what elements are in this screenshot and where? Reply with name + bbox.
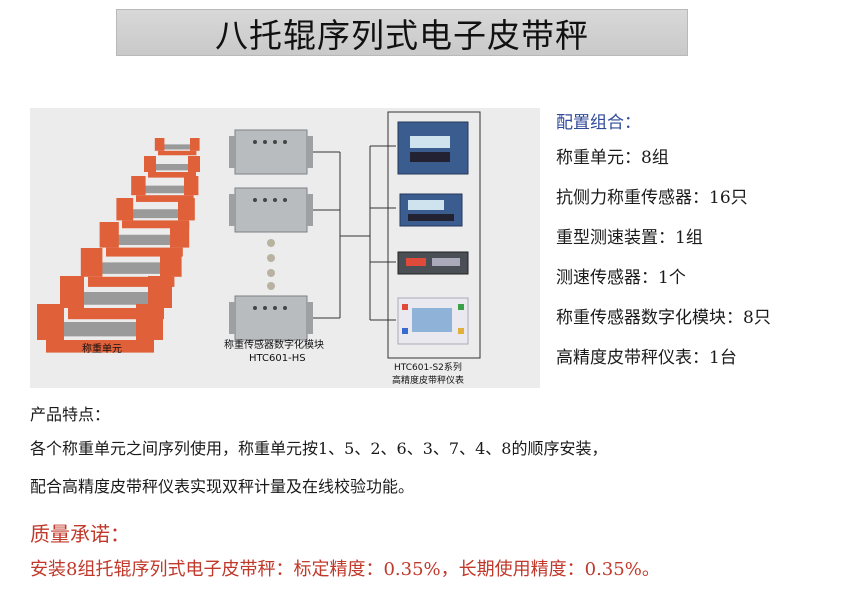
digitizer-module: [229, 129, 313, 175]
title-banner: 八托辊序列式电子皮带秤: [116, 9, 688, 56]
digitizer-modules: [229, 129, 313, 341]
instrument-series-label: HTC601-S2系列: [394, 363, 462, 373]
module-model-label: HTC601-HS: [249, 353, 306, 364]
weighing-unit-label: 称重单元: [82, 344, 122, 355]
promise-line: 安装8组托辊序列式电子皮带秤：标定精度：0.35%，长期使用精度：0.35%。: [30, 559, 660, 580]
config-item: 抗侧力称重传感器：16只: [556, 188, 748, 208]
ellipsis-dots: [267, 239, 275, 290]
idler-station: [116, 198, 195, 229]
idler-station: [154, 138, 200, 156]
system-diagram: 称重单元 称重传感器数字化模块 HTC601-HS HTC601-S2系列 高精…: [30, 108, 540, 388]
instrument-panel: [399, 193, 463, 227]
idler-stations: [37, 138, 200, 353]
page-title: 八托辊序列式电子皮带秤: [215, 15, 589, 55]
idler-station: [99, 222, 190, 257]
idler-station: [80, 248, 182, 287]
instrument-panel: [397, 297, 469, 345]
features-section: 产品特点： 各个称重单元之间序列使用，称重单元按1、5、2、6、3、7、4、8的…: [30, 400, 830, 506]
idler-station: [131, 176, 199, 202]
connection-lines: [313, 145, 396, 321]
quality-promise-section: 质量承诺： 安装8组托辊序列式电子皮带秤：标定精度：0.35%，长期使用精度：0…: [30, 516, 850, 588]
config-list: 配置组合： 称重单元：8组 抗侧力称重传感器：16只 重型测速装置：1组 测速传…: [556, 108, 846, 378]
features-line: 各个称重单元之间序列使用，称重单元按1、5、2、6、3、7、4、8的顺序安装，: [30, 439, 608, 458]
promise-heading: 质量承诺：: [30, 522, 130, 546]
config-item: 重型测速装置：1组: [556, 228, 703, 248]
digitizer-module: [229, 187, 313, 233]
idler-station: [37, 304, 163, 353]
idler-station: [60, 276, 172, 320]
instrument-panel: [397, 251, 469, 275]
instrument-frame: [387, 111, 481, 359]
instrument-panel: [397, 121, 469, 175]
config-item: 称重传感器数字化模块：8只: [556, 308, 771, 328]
config-item: 高精度皮带秤仪表：1台: [556, 348, 737, 368]
config-item: 测速传感器：1个: [556, 268, 686, 288]
idler-station: [144, 156, 200, 178]
instrument-label: 高精度皮带秤仪表: [392, 376, 465, 386]
config-item: 称重单元：8组: [556, 148, 669, 168]
features-line: 配合高精度皮带秤仪表实现双秤计量及在线校验功能。: [30, 477, 415, 496]
instruments: [397, 121, 469, 345]
system-diagram-graphic: [37, 111, 481, 359]
digitizer-module: [229, 295, 313, 341]
module-label: 称重传感器数字化模块: [224, 340, 324, 351]
features-heading: 产品特点：: [30, 405, 111, 424]
config-heading: 配置组合：: [556, 113, 641, 133]
